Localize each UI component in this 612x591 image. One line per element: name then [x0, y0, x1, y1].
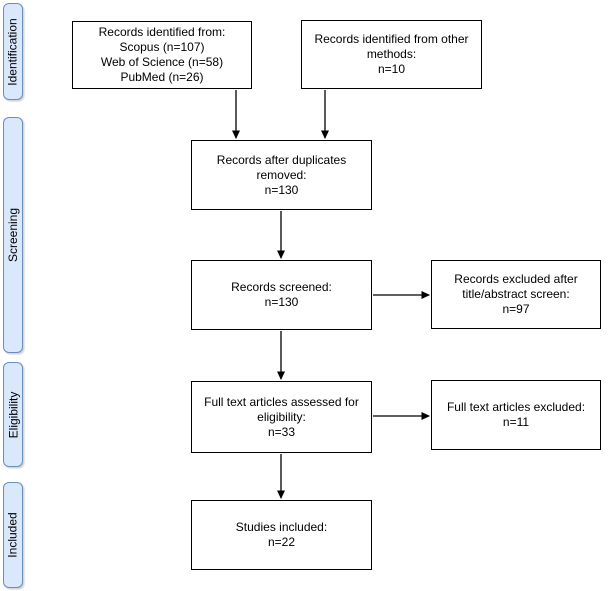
box-records-identified-databases: Records identified from: Scopus (n=107) …	[72, 21, 252, 89]
box-fulltext-excluded-text: Full text articles excluded: n=11	[446, 400, 586, 429]
stage-eligibility-label: Eligibility	[6, 391, 20, 438]
box-duplicates-removed-text: Records after duplicates removed: n=130	[216, 152, 347, 197]
box-records-screened-text: Records screened: n=130	[231, 280, 332, 309]
box-studies-included-text: Studies included: n=22	[235, 520, 328, 549]
stage-included-label: Included	[6, 512, 20, 558]
stage-screening: Screening	[3, 117, 23, 353]
box-studies-included: Studies included: n=22	[191, 500, 372, 570]
box-records-excluded: Records excluded after title/abstract sc…	[431, 260, 601, 329]
box-records-identified-other-methods-text: Records identified from other methods: n…	[314, 32, 469, 76]
box-fulltext-assessed: Full text articles assessed for eligibil…	[191, 381, 372, 453]
box-records-identified-databases-text: Records identified from: Scopus (n=107) …	[98, 25, 226, 84]
box-records-identified-other-methods: Records identified from other methods: n…	[301, 20, 482, 89]
stage-included: Included	[3, 482, 23, 588]
box-fulltext-assessed-text: Full text articles assessed for eligibil…	[204, 394, 359, 439]
stage-identification: Identification	[3, 3, 23, 100]
box-records-screened: Records screened: n=130	[191, 260, 372, 330]
stage-eligibility: Eligibility	[3, 362, 23, 467]
box-fulltext-excluded: Full text articles excluded: n=11	[431, 380, 601, 450]
stage-identification-label: Identification	[6, 17, 21, 86]
box-duplicates-removed: Records after duplicates removed: n=130	[191, 140, 372, 210]
box-records-excluded-text: Records excluded after title/abstract sc…	[454, 272, 578, 316]
stage-screening-label: Screening	[6, 207, 21, 263]
